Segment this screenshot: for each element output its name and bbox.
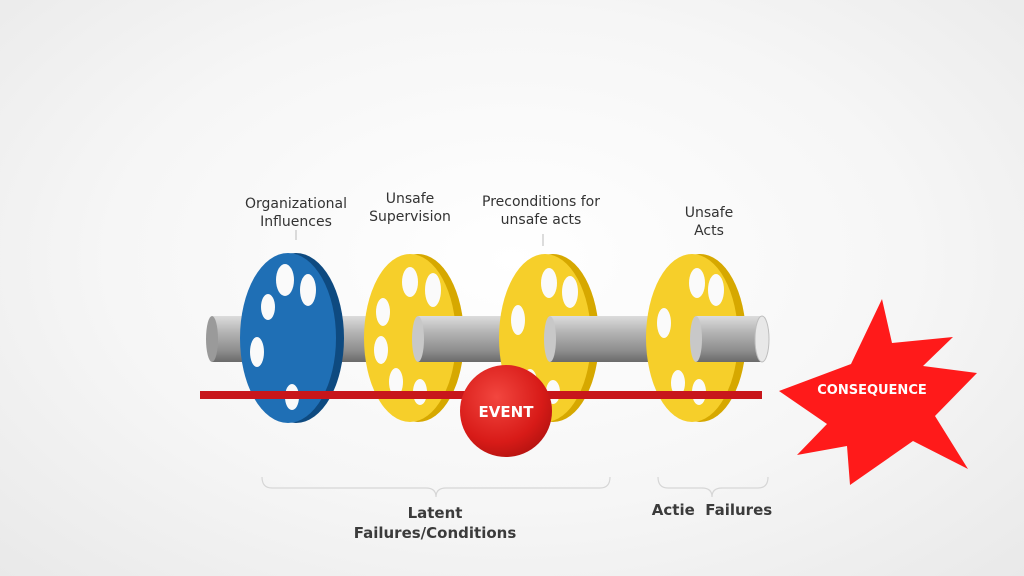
event-label: EVENT bbox=[478, 403, 534, 421]
cheese-hole bbox=[376, 298, 390, 326]
cheese-hole bbox=[425, 273, 441, 307]
cheese-hole bbox=[708, 274, 724, 306]
cheese-hole bbox=[562, 276, 578, 308]
consequence-label: CONSEQUENCE bbox=[817, 383, 927, 398]
cheese-hole bbox=[389, 368, 403, 396]
latent-failures-label: Latent Failures/Conditions bbox=[353, 504, 517, 542]
cheese-hole bbox=[250, 337, 264, 367]
cheese-hole bbox=[402, 267, 418, 297]
cheese-hole bbox=[374, 336, 388, 364]
active-bracket bbox=[657, 476, 769, 498]
cheese-hole bbox=[671, 370, 685, 396]
consequence-starburst bbox=[779, 299, 977, 485]
cheese-hole bbox=[511, 305, 525, 335]
cheese-hole bbox=[276, 264, 294, 296]
layer-label-preconditions: Preconditions for unsafe acts bbox=[482, 194, 600, 228]
latent-bracket bbox=[261, 476, 611, 498]
active-failures-label: Actie Failures bbox=[651, 501, 773, 519]
layer-label-organizational: Organizational Influences bbox=[245, 196, 347, 230]
event-ball bbox=[460, 365, 552, 457]
cheese-hole bbox=[541, 268, 557, 298]
cheese-hole bbox=[657, 308, 671, 338]
layer-label-supervision: Unsafe Supervision bbox=[369, 191, 451, 225]
layer-label-unsafe-acts: Unsafe Acts bbox=[684, 205, 734, 239]
cheese-hole bbox=[261, 294, 275, 320]
cheese-hole bbox=[300, 274, 316, 306]
cheese-hole bbox=[689, 268, 705, 298]
layer-disk-organizational bbox=[240, 253, 344, 423]
